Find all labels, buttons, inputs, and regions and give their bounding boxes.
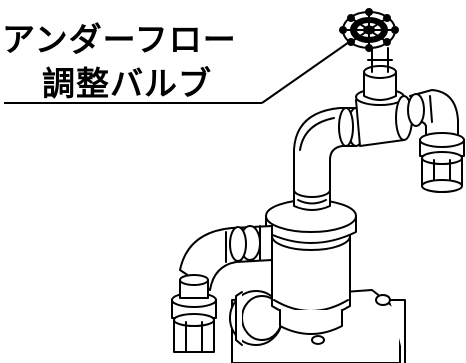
main-elbow-pipe <box>293 107 365 191</box>
callout-label-line1: アンダーフロー <box>2 20 237 59</box>
right-elbow-pipe <box>407 89 459 139</box>
central-cylinder <box>265 199 357 335</box>
right-lower-union <box>419 132 465 193</box>
leader-line <box>4 39 353 104</box>
left-lower-elbow <box>179 225 273 291</box>
callout-label-line2: 調整バルブ <box>42 64 212 103</box>
left-lower-union <box>171 274 217 353</box>
callout-label: アンダーフロー 調整バルブ <box>2 18 252 106</box>
valve-handwheel <box>339 8 399 52</box>
gate-valve-body <box>355 47 413 147</box>
